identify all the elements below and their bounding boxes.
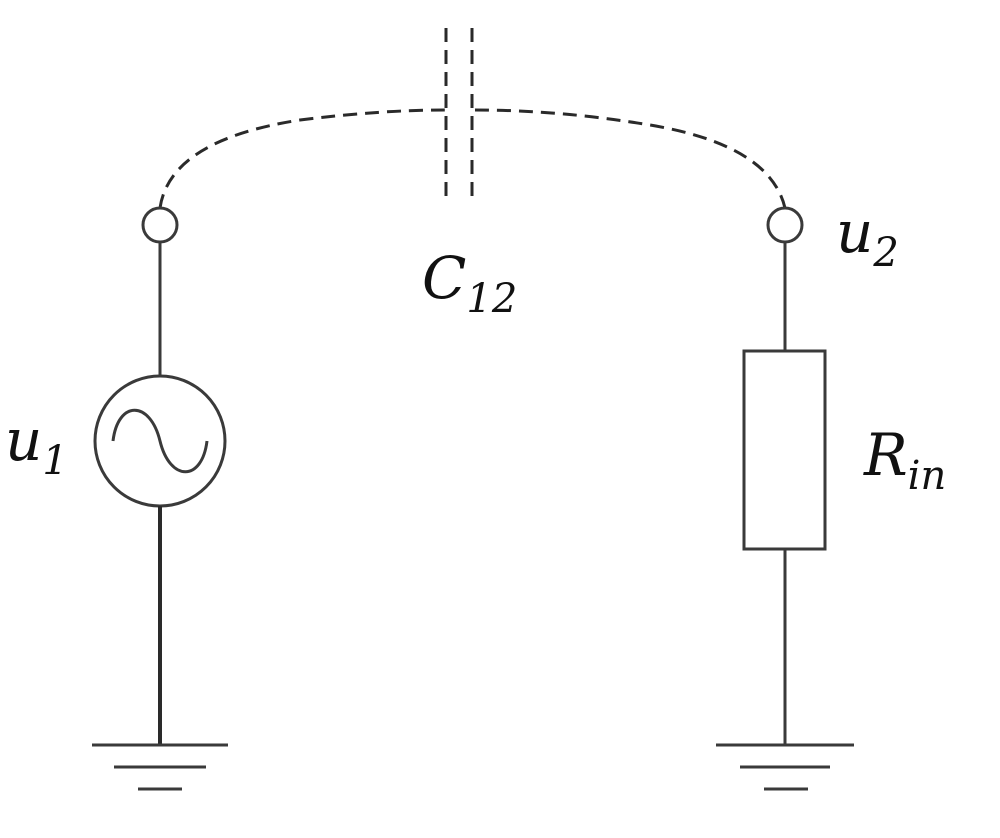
coupling-path-left (158, 108, 446, 209)
terminal-left (141, 206, 179, 244)
label-rin: Rin (863, 421, 946, 499)
resistor-icon (742, 349, 827, 551)
terminal-right (766, 206, 804, 244)
label-c12: C12 (422, 244, 517, 322)
ac-source-icon (93, 374, 227, 508)
coupling-path-right (474, 108, 787, 209)
ground-right-icon (716, 743, 854, 791)
ground-left-icon (92, 743, 228, 791)
label-u2: u2 (836, 198, 899, 276)
label-u1: u1 (5, 406, 68, 484)
